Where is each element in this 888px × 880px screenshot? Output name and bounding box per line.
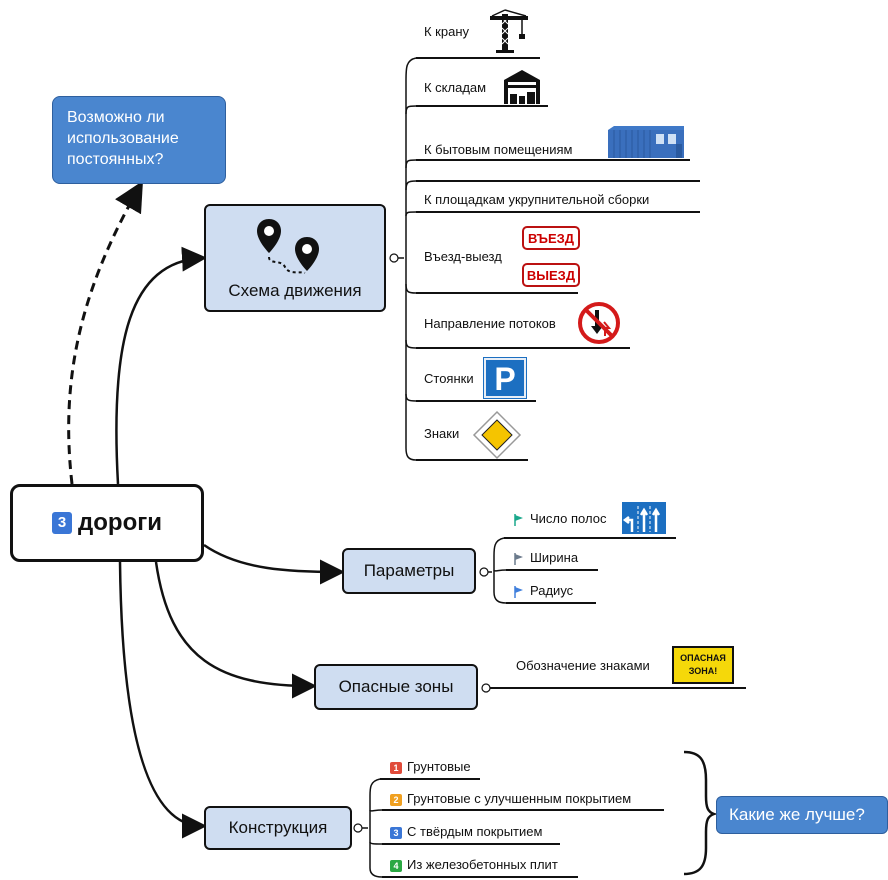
topic-scheme[interactable]: Схема движения bbox=[204, 204, 386, 312]
entry-sign-icon: ВЪЕЗД bbox=[522, 226, 580, 250]
leaf-sign-marking-label: Обозначение знаками bbox=[516, 658, 650, 673]
exit-sign-icon: ВЫЕЗД bbox=[522, 263, 580, 287]
flag-icon bbox=[514, 513, 523, 526]
priority-badge: 2 bbox=[390, 793, 402, 806]
lanes-sign-icon bbox=[622, 502, 666, 534]
flag-icon bbox=[514, 585, 523, 598]
leaf-warehouses-label: К складам bbox=[424, 80, 487, 95]
link-central-to-danger bbox=[154, 561, 317, 699]
leaf-soil[interactable]: 1 Грунтовые bbox=[390, 759, 471, 774]
leaf-household-rooms[interactable]: К бытовым помещениям bbox=[424, 142, 572, 157]
leaf-hard-surface[interactable]: 3 С твёрдым покрытием bbox=[390, 824, 542, 839]
leaf-flow-direction[interactable]: Направление потоков bbox=[424, 316, 556, 331]
topic-danger-zones[interactable]: Опасные зоны bbox=[314, 664, 478, 710]
leaf-concrete-slabs[interactable]: 4 Из железобетонных плит bbox=[390, 857, 558, 872]
leaf-improved-soil-label: Грунтовые с улучшенным покрытием bbox=[407, 791, 632, 806]
route-pins-icon bbox=[257, 219, 319, 274]
central-topic[interactable]: 3 дороги bbox=[10, 484, 204, 562]
container-icon bbox=[608, 126, 684, 158]
danger-zone-sign-icon: ОПАСНАЯ ЗОНА! bbox=[672, 646, 734, 684]
leaf-warehouses[interactable]: К складам bbox=[424, 80, 486, 95]
leaf-hard-surface-label: С твёрдым покрытием bbox=[407, 824, 543, 839]
link-central-to-parameters bbox=[203, 543, 345, 585]
leaf-flow-direction-label: Направление потоков bbox=[424, 316, 556, 331]
leaf-improved-soil[interactable]: 2 Грунтовые с улучшенным покрытием bbox=[390, 791, 631, 806]
grouping-brace bbox=[683, 750, 718, 876]
leaf-width[interactable]: Ширина bbox=[514, 550, 578, 565]
leaf-soil-label: Грунтовые bbox=[407, 759, 471, 774]
priority-badge: 3 bbox=[52, 512, 73, 534]
leaf-assembly-sites-label: К площадкам укрупнительной сборки bbox=[424, 192, 650, 207]
parking-sign-letter: P bbox=[494, 361, 516, 397]
leaf-signs-label: Знаки bbox=[424, 426, 460, 441]
danger-zone-sign-text: ОПАСНАЯ ЗОНА! bbox=[680, 653, 726, 676]
leaf-crane-label: К крану bbox=[424, 24, 470, 39]
leaf-concrete-slabs-label: Из железобетонных плит bbox=[407, 857, 558, 872]
leaf-lanes[interactable]: Число полос bbox=[514, 511, 606, 526]
topic-danger-zones-label: Опасные зоны bbox=[338, 677, 454, 696]
leaf-crane[interactable]: К крану bbox=[424, 24, 469, 39]
link-central-to-callout bbox=[67, 180, 143, 485]
exit-sign-text: ВЫЕЗД bbox=[526, 268, 576, 283]
leaf-sign-marking[interactable]: Обозначение знаками bbox=[516, 658, 650, 673]
parking-sign-icon: P bbox=[484, 358, 526, 398]
callout-which-better-text: Какие же лучше? bbox=[729, 805, 865, 824]
flag-icon bbox=[514, 552, 523, 565]
topic-construction-label: Конструкция bbox=[228, 818, 328, 837]
leaf-entry-exit[interactable]: Въезд-выезд bbox=[424, 249, 502, 264]
callout-question-text: Возможно ли использование постоянных? bbox=[67, 109, 179, 168]
topic-scheme-label: Схема движения bbox=[228, 281, 362, 300]
leaf-signs[interactable]: Знаки bbox=[424, 426, 459, 441]
leaf-radius-label: Радиус bbox=[530, 583, 574, 598]
warehouse-icon bbox=[504, 70, 540, 104]
topic-parameters[interactable]: Параметры bbox=[342, 548, 476, 594]
priority-road-sign-icon bbox=[472, 410, 522, 460]
leaf-width-label: Ширина bbox=[530, 550, 579, 565]
link-central-to-scheme bbox=[115, 246, 207, 485]
callout-which-better[interactable]: Какие же лучше? bbox=[716, 796, 888, 834]
priority-badge: 3 bbox=[390, 826, 402, 839]
priority-badge: 1 bbox=[390, 761, 402, 774]
leaf-lanes-label: Число полос bbox=[530, 511, 607, 526]
leaf-parking-label: Стоянки bbox=[424, 371, 474, 386]
link-central-to-construction bbox=[118, 561, 207, 839]
crane-icon bbox=[490, 9, 528, 53]
leaf-radius[interactable]: Радиус bbox=[514, 583, 573, 598]
leaf-entry-exit-label: Въезд-выезд bbox=[424, 249, 502, 264]
entry-sign-text: ВЪЕЗД bbox=[527, 231, 575, 246]
leaf-household-rooms-label: К бытовым помещениям bbox=[424, 142, 573, 157]
central-topic-label: дороги bbox=[78, 509, 162, 536]
traffic-direction-sign-icon bbox=[578, 302, 620, 344]
leaf-parking[interactable]: Стоянки bbox=[424, 371, 474, 386]
leaf-assembly-sites[interactable]: К площадкам укрупнительной сборки bbox=[424, 192, 649, 207]
topic-parameters-label: Параметры bbox=[363, 561, 455, 580]
priority-badge: 4 bbox=[390, 859, 402, 872]
callout-question[interactable]: Возможно ли использование постоянных? bbox=[52, 96, 226, 184]
topic-construction[interactable]: Конструкция bbox=[204, 806, 352, 850]
